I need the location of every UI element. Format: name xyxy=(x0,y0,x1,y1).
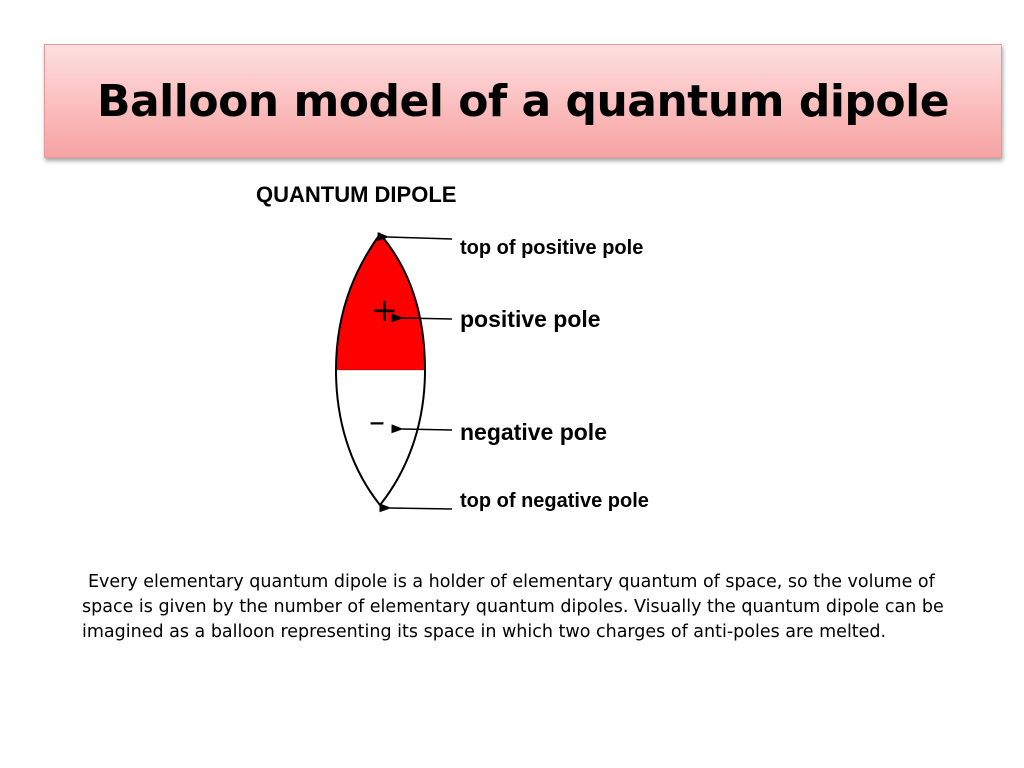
arrow-positive xyxy=(391,313,453,323)
plus-sign: + xyxy=(371,291,398,329)
label-top-positive: top of positive pole xyxy=(460,237,644,259)
label-top-negative: top of negative pole xyxy=(460,490,649,512)
label-negative-pole: negative pole xyxy=(460,419,607,445)
body-paragraph: Every elementary quantum dipole is a hol… xyxy=(82,572,944,642)
arrow-top-negative xyxy=(379,503,453,513)
arrow-negative xyxy=(391,424,453,434)
slide-title: Balloon model of a quantum dipole xyxy=(96,75,950,127)
arrow-top-positive xyxy=(377,232,453,242)
positive-half xyxy=(336,234,425,370)
diagram-heading: QUANTUM DIPOLE xyxy=(256,182,457,207)
label-positive-pole: positive pole xyxy=(460,306,601,332)
negative-half xyxy=(336,370,425,505)
title-banner: Balloon model of a quantum dipole xyxy=(44,44,1002,158)
minus-sign: – xyxy=(369,402,385,440)
